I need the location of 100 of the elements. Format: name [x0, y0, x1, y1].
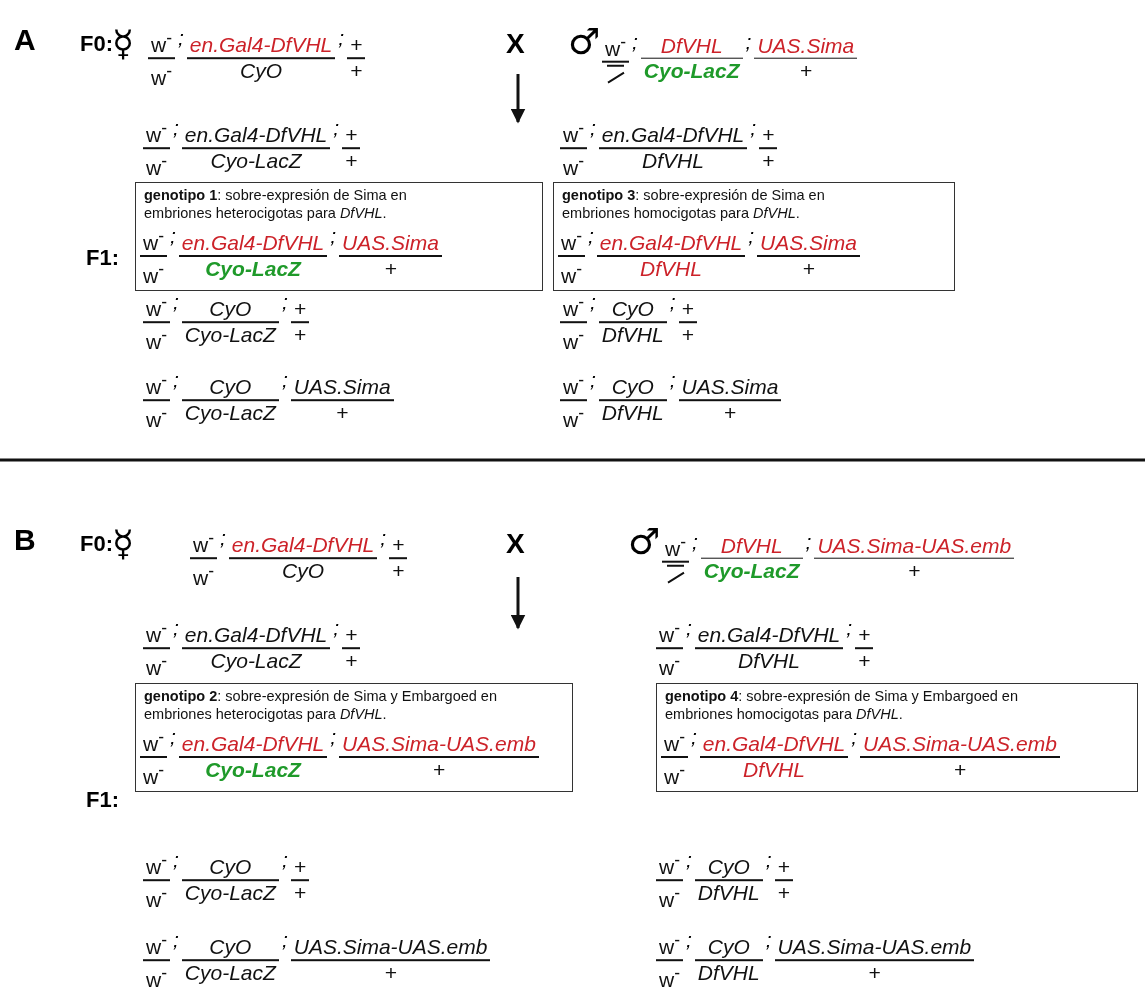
allele-text: +	[383, 960, 398, 985]
allele-text: +	[344, 623, 359, 648]
allele-text: w$^{-}$	[145, 323, 168, 354]
allele-text: UAS.Sima-UAS.emb	[816, 533, 1013, 558]
allele-text: w$^{-}$	[562, 401, 585, 432]
allele-text: +	[383, 256, 398, 281]
allele-text: en.Gal4-DfVHL	[180, 231, 326, 255]
allele-text: CyO	[208, 297, 253, 322]
allele-text: w$^{-}$	[658, 649, 681, 680]
generation-label: F1:	[86, 787, 119, 813]
separator-text: ;	[281, 368, 288, 393]
allele-text: +	[335, 400, 350, 425]
separator-text: ;	[330, 224, 337, 248]
allele-text: w$^{-}$	[658, 617, 681, 648]
separator-text: ;	[380, 526, 387, 551]
allele-text: Cyo-LacZ	[183, 960, 278, 985]
allele-text: w$^{-}$	[145, 117, 168, 148]
allele-text: en.Gal4-DfVHL	[701, 732, 847, 756]
separator-text: ;	[745, 29, 752, 54]
allele-text: DfVHL	[719, 533, 784, 558]
allele-text: w$^{-}$	[142, 257, 165, 288]
allele-text: w$^{-}$	[658, 961, 681, 992]
generation-label: F0:	[80, 31, 113, 57]
separator-text: ;	[588, 224, 594, 248]
separator-text: ;	[765, 928, 772, 953]
separator-text: ;	[750, 116, 757, 141]
separator-text: ;	[173, 848, 179, 873]
allele-text: Cyo-LacZ	[209, 648, 303, 673]
separator-text: ;	[686, 848, 692, 873]
allele-text: Cyo-LacZ	[183, 400, 278, 425]
separator-text: ;	[173, 368, 179, 393]
allele-text: +	[952, 757, 968, 782]
allele-text: w$^{-}$	[145, 401, 168, 432]
separator-text: ;	[173, 928, 179, 953]
allele-text: Cyo-LacZ	[183, 322, 278, 347]
allele-text: +	[857, 648, 872, 673]
allele-text: w$^{-}$	[145, 881, 168, 912]
allele-text: CyO	[208, 935, 253, 960]
allele-text: w$^{-}$	[192, 527, 215, 558]
allele-text: +	[798, 58, 813, 83]
separator-text: ;	[281, 290, 288, 315]
allele-text: +	[344, 648, 359, 673]
allele-text: CyO	[208, 855, 253, 880]
allele-text: w$^{-}$	[560, 257, 583, 288]
separator-text: ;	[173, 290, 179, 315]
allele-text: DfVHL	[737, 648, 801, 673]
allele-text: w$^{-}$	[604, 30, 627, 61]
generation-label: F0:	[80, 531, 113, 557]
allele-text: w$^{-}$	[145, 849, 168, 880]
allele-text: UAS.Sima-UAS.emb	[292, 935, 489, 960]
allele-text: en.Gal4-DfVHL	[598, 231, 744, 255]
allele-text: +	[349, 33, 364, 58]
allele-text: w$^{-}$	[145, 617, 168, 648]
allele-text: DfVHL	[600, 400, 665, 425]
allele-text: DfVHL	[639, 256, 703, 281]
allele-text: w$^{-}$	[562, 323, 585, 354]
allele-text: +	[292, 880, 307, 905]
allele-text: +	[680, 297, 695, 322]
separator-text: ;	[805, 529, 812, 554]
allele-text: UAS.Sima	[341, 231, 440, 255]
allele-text: DfVHL	[696, 960, 761, 985]
allele-text: w$^{-}$	[145, 929, 168, 960]
description-text: genotipo 1: sobre-expresión de Sima en embriones heterocigotas para DfVHL.	[144, 186, 408, 222]
separator-text: ;	[590, 116, 596, 141]
description-text: genotipo 3: sobre-expresión de Sima en embriones homocigotas para DfVHL.	[562, 186, 826, 222]
allele-text: CyO	[239, 58, 284, 83]
separator-text: ;	[281, 848, 288, 873]
allele-text: w$^{-}$	[658, 929, 681, 960]
allele-text: w$^{-}$	[664, 530, 687, 561]
separator-text: ;	[173, 116, 179, 141]
allele-text: w$^{-}$	[663, 758, 686, 789]
separator-text: ;	[173, 616, 179, 641]
female-symbol: ☿	[112, 26, 135, 62]
allele-text: w$^{-}$	[145, 291, 168, 322]
separator-text: ;	[692, 529, 698, 554]
separator-text: ;	[846, 616, 853, 641]
separator-text: ;	[765, 848, 772, 873]
male-symbol: ♂	[568, 24, 601, 60]
allele-text: en.Gal4-DfVHL	[183, 623, 329, 648]
allele-text: CyO	[281, 558, 326, 583]
allele-text: Cyo-LacZ	[209, 148, 303, 173]
allele-text: DfVHL	[659, 33, 724, 58]
separator-text: ;	[333, 116, 340, 141]
male-symbol: ♂	[628, 524, 661, 560]
allele-text: w$^{-}$	[145, 149, 168, 180]
allele-text: w$^{-}$	[658, 881, 681, 912]
allele-text: +	[801, 256, 816, 281]
genotype-box	[135, 182, 543, 291]
allele-text: +	[292, 855, 307, 880]
allele-text: Cyo-LacZ	[642, 58, 741, 83]
allele-text: w$^{-}$	[560, 225, 583, 255]
allele-text: +	[391, 558, 406, 583]
description-text: genotipo 4: sobre-expresión de Sima y Embargoed en embriones homocigotas para DfVHL.	[665, 687, 1019, 723]
female-symbol: ☿	[112, 526, 135, 562]
allele-text: CyO	[208, 375, 253, 400]
allele-text: w$^{-}$	[562, 149, 585, 180]
separator-text: ;	[170, 725, 176, 749]
generation-label: F1:	[86, 245, 119, 271]
genotype-box	[553, 182, 955, 291]
separator-text: ;	[748, 224, 755, 248]
